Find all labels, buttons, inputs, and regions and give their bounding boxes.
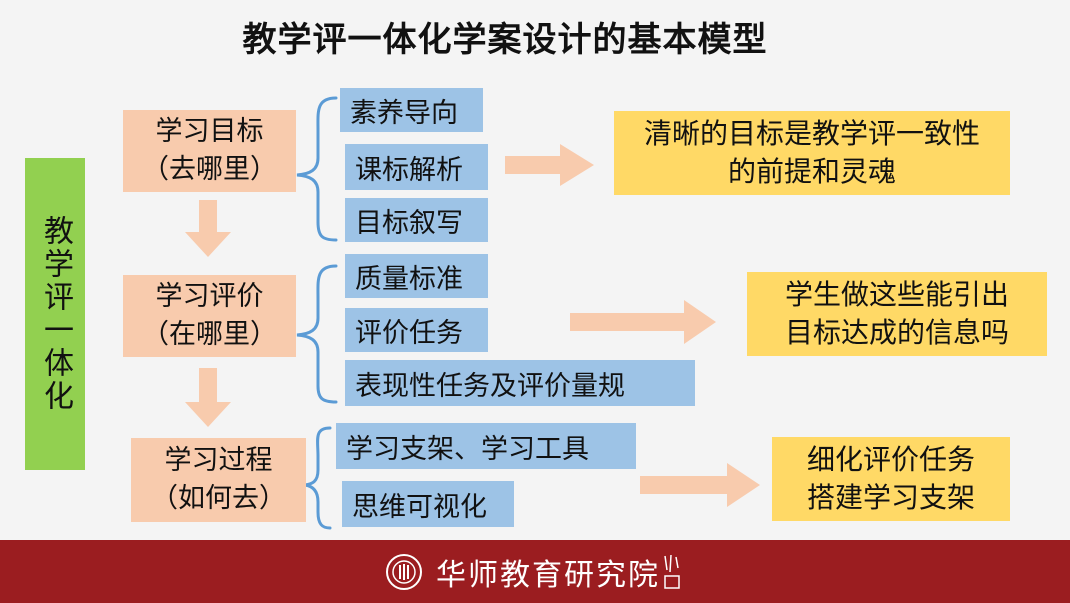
page-title: 教学评一体化学案设计的基本模型	[242, 20, 768, 60]
result-goal: 清晰的目标是教学评一致性 的前提和灵魂	[614, 111, 1010, 195]
university-seal-icon	[386, 553, 422, 590]
category-goal: 学习目标 （去哪里）	[123, 110, 296, 192]
item-thinking-visualization: 思维可视化	[342, 481, 514, 527]
bracket-goal	[296, 96, 338, 242]
item-quality-standard: 质量标准	[345, 254, 488, 298]
footer-brand: 华师教育研究院	[436, 557, 660, 593]
category-goal-subtitle: （去哪里）	[142, 154, 277, 185]
result-goal-line2: 的前提和灵魂	[727, 155, 896, 188]
result-goal-line1: 清晰的目标是教学评一致性	[643, 117, 980, 151]
item-literacy-orientation: 素养导向	[340, 88, 483, 132]
arrow-down-1	[185, 200, 231, 257]
bracket-eval	[296, 264, 338, 404]
category-evaluation-title: 学习评价	[155, 281, 264, 313]
arrow-right-2	[570, 300, 716, 344]
connector-layer	[185, 96, 760, 530]
result-evaluation-line2: 目标达成的信息吗	[784, 316, 1009, 349]
calligraphy-stamp-icon	[664, 554, 680, 589]
result-evaluation-line1: 学生做这些能引出	[784, 278, 1009, 312]
item-learning-scaffold: 学习支架、学习工具	[336, 423, 636, 469]
result-process-line1: 细化评价任务	[806, 443, 975, 477]
item-evaluation-task: 评价任务	[345, 308, 488, 352]
item-performance-task: 表现性任务及评价量规	[345, 360, 695, 406]
side-label: 教学评一体化	[38, 215, 73, 413]
category-goal-title: 学习目标	[155, 116, 264, 148]
category-process-title: 学习过程	[164, 445, 273, 477]
result-process: 细化评价任务 搭建学习支架	[772, 437, 1010, 521]
category-evaluation-subtitle: （在哪里）	[142, 319, 277, 350]
footer-bar: 华师教育研究院	[0, 540, 1070, 603]
result-evaluation: 学生做这些能引出 目标达成的信息吗	[747, 272, 1047, 356]
bracket-process	[304, 426, 332, 530]
arrow-right-3	[640, 463, 760, 507]
item-goal-writing: 目标叙写	[345, 198, 488, 242]
arrow-right-1	[505, 144, 594, 186]
item-curriculum-analysis: 课标解析	[345, 144, 488, 190]
side-label-box: 教学评一体化	[25, 158, 85, 470]
category-process: 学习过程 （如何去）	[131, 438, 306, 522]
category-process-subtitle: （如何去）	[151, 483, 286, 514]
result-process-line2: 搭建学习支架	[806, 481, 975, 514]
arrow-down-2	[185, 368, 231, 427]
category-evaluation: 学习评价 （在哪里）	[123, 275, 296, 357]
